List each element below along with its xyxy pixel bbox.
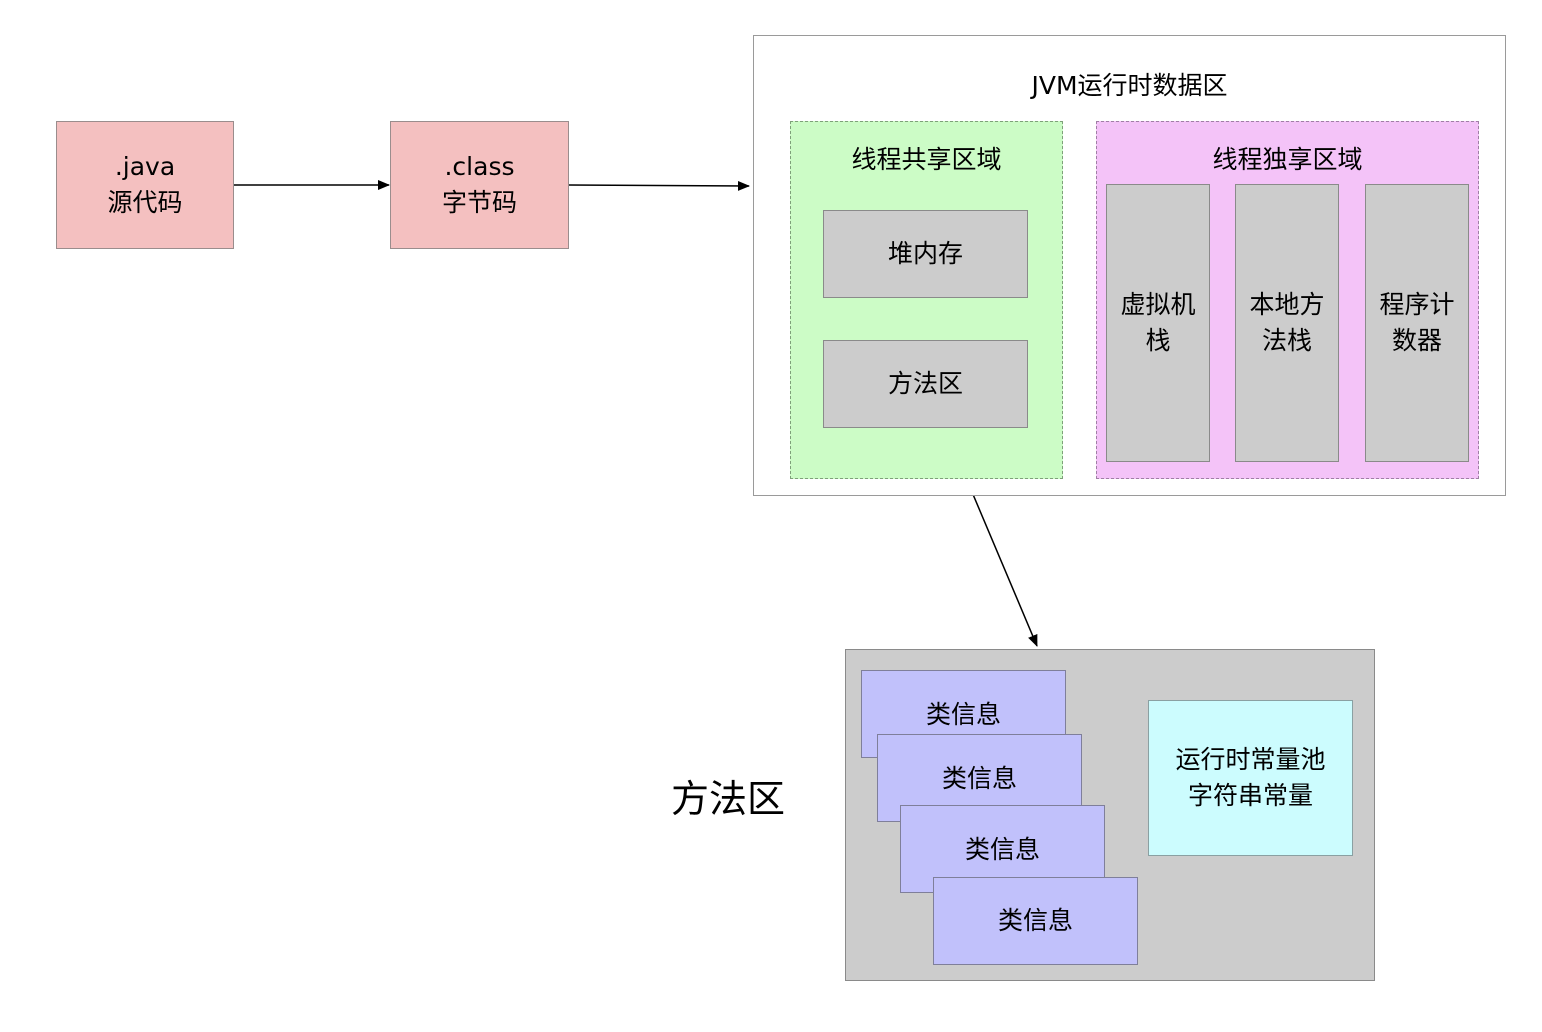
vm-stack-line-2: 栈 [1145, 326, 1171, 355]
vm-stack-line-1: 虚拟机 [1120, 290, 1196, 319]
source-label: 源代码 [107, 188, 183, 217]
bytecode-label: 字节码 [441, 188, 517, 217]
class-info-label: 类信息 [941, 764, 1017, 793]
source-code-box: .java 源代码 [56, 121, 234, 249]
class-info-label: 类信息 [997, 906, 1073, 935]
native-stack-line-1: 本地方 [1249, 290, 1325, 319]
constant-pool-line-2: 字符串常量 [1187, 781, 1313, 810]
pc-register-box: 程序计 数器 [1365, 184, 1469, 462]
vm-stack-box: 虚拟机 栈 [1106, 184, 1210, 462]
class-info-label: 类信息 [925, 700, 1001, 729]
heap-box: 堆内存 [823, 210, 1028, 298]
bytecode-ext: .class [444, 152, 515, 181]
private-region-title: 线程独享区域 [1212, 145, 1363, 174]
class-info-label: 类信息 [964, 835, 1040, 864]
pc-register-line-1: 程序计 [1379, 290, 1455, 319]
jvm-area-title: JVM运行时数据区 [1031, 71, 1228, 100]
method-area-detail-title: 方法区 [671, 777, 786, 821]
native-stack-box: 本地方 法栈 [1235, 184, 1339, 462]
class-info-box: 类信息 [933, 877, 1138, 965]
native-stack-line-2: 法栈 [1261, 326, 1312, 355]
shared-region-title: 线程共享区域 [851, 145, 1002, 174]
method-area-label: 方法区 [887, 369, 963, 398]
heap-label: 堆内存 [887, 239, 963, 268]
pc-register-line-2: 数器 [1391, 326, 1442, 355]
constant-pool-line-1: 运行时常量池 [1175, 745, 1326, 774]
runtime-constant-pool-box: 运行时常量池 字符串常量 [1148, 700, 1353, 856]
method-area-box: 方法区 [823, 340, 1028, 428]
bytecode-box: .class 字节码 [390, 121, 569, 249]
source-ext: .java [114, 152, 176, 181]
arrow-bytecode-to-jvm [567, 180, 750, 191]
